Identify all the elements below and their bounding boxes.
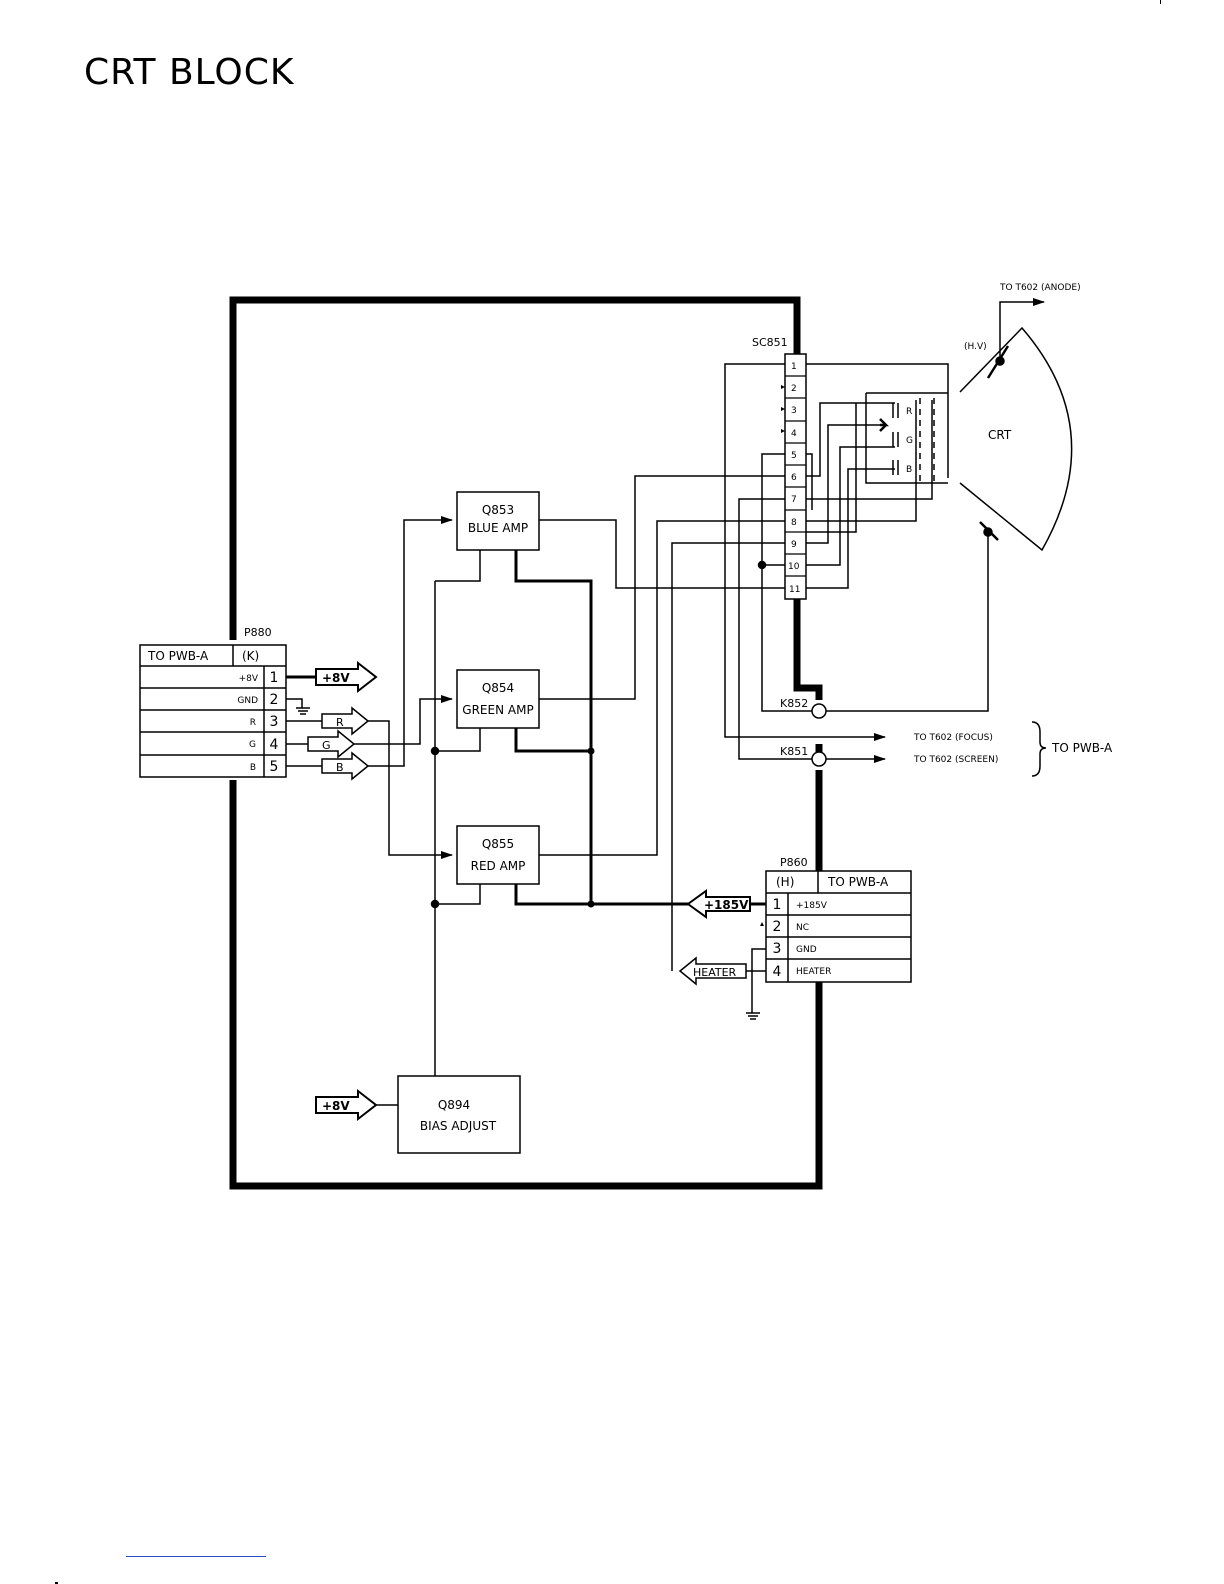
svg-text:BIAS ADJUST: BIAS ADJUST [420,1119,497,1133]
svg-text:G: G [322,739,331,752]
gun-g-label: G [906,436,913,446]
svg-text:Q855: Q855 [482,837,514,851]
svg-text:Q853: Q853 [482,503,514,517]
p880-pin5-num: 5 [270,759,279,775]
svg-text:1: 1 [791,362,797,372]
svg-text:1: 1 [773,897,782,913]
svg-text:RED AMP: RED AMP [471,859,526,873]
supply-185v-routing [516,550,688,908]
svg-text:BLUE AMP: BLUE AMP [468,521,528,535]
arrow-g-signal: G [308,731,354,757]
svg-text:+8V: +8V [322,671,350,685]
arrow-heater: HEATER [680,958,746,984]
svg-text:Q854: Q854 [482,681,514,695]
p880-header-dest: TO PWB-A [147,649,209,663]
connector-p880: P880 TO PWB-A (K) +8V GND R G B 1 2 3 4 … [140,626,286,777]
block-q894-bias-adjust: Q894 BIAS ADJUST [398,1076,520,1153]
p880-pin3-label: R [250,718,256,728]
pwb-a-brace [1032,722,1046,776]
svg-text:GND: GND [796,945,817,955]
amp-output-routing [539,476,785,855]
p880-pin5-label: B [250,763,256,773]
svg-text:3: 3 [791,406,797,416]
block-q855-red-amp: Q855 RED AMP [457,826,539,884]
svg-text:9: 9 [791,540,797,550]
svg-text:HEATER: HEATER [796,967,831,977]
svg-text:P860: P860 [780,856,808,869]
input-routing [354,520,452,855]
svg-text:B: B [336,761,344,774]
gun-b-label: B [906,465,912,475]
svg-text:K852: K852 [780,697,808,710]
p880-pin1-label: +8V [239,674,259,684]
arrow-plus8v-in: +8V [316,1091,398,1119]
bias-routing [432,550,481,1076]
svg-text:2: 2 [791,384,797,394]
svg-text:5: 5 [791,451,797,461]
terminal-k851: K851 [780,744,826,766]
svg-text:4: 4 [773,964,782,980]
svg-text:+185V: +185V [704,898,749,912]
p880-pin2-label: GND [237,696,258,706]
p880-pin1-num: 1 [270,670,279,686]
arrow-plus185v: +185V [688,891,766,917]
connector-p860: P860 (H) TO PWB-A 1 2 3 4 +185V NC GND H… [766,856,911,982]
terminal-k852: K852 [780,697,826,718]
svg-text:+185V: +185V [796,901,828,911]
svg-text:4: 4 [791,429,797,439]
block-q854-green-amp: Q854 GREEN AMP [457,670,539,728]
svg-text:NC: NC [796,923,809,933]
svg-text:TO PWB-A: TO PWB-A [827,875,889,889]
corner-mark [1160,0,1161,4]
svg-text:7: 7 [791,495,797,505]
hv-label: (H.V) [964,342,987,352]
p880-pin4-num: 4 [270,737,279,753]
arrow-b-signal: B [322,753,368,779]
p880-header-type: (K) [242,649,259,663]
svg-text:3: 3 [773,941,782,957]
svg-text:K851: K851 [780,745,808,758]
svg-text:10: 10 [788,562,800,572]
svg-text:6: 6 [791,473,797,483]
svg-text:HEATER: HEATER [693,966,737,979]
svg-text:11: 11 [789,585,800,595]
p880-wiring [286,677,322,766]
svg-text:Q894: Q894 [438,1098,470,1112]
pwb-a-dest: TO PWB-A [1051,741,1113,755]
svg-text:8: 8 [791,518,797,528]
block-q853-blue-amp: Q853 BLUE AMP [457,492,539,550]
p880-pin2-num: 2 [270,692,279,708]
svg-text:SC851: SC851 [752,336,788,349]
arrow-plus8v-out: +8V [316,663,376,691]
svg-text:2: 2 [773,919,782,935]
crt-label: CRT [988,428,1012,442]
footer-rule [126,1556,266,1557]
p880-ref: P880 [244,626,272,639]
screen-dest: TO T602 (SCREEN) [913,755,998,765]
svg-text:R: R [336,716,344,729]
anode-dest: TO T602 (ANODE) [999,283,1081,293]
focus-dest: TO T602 (FOCUS) [913,733,993,743]
arrow-r-signal: R [322,708,368,734]
socket-crt-wiring [725,364,948,759]
svg-text:GREEN AMP: GREEN AMP [462,703,533,717]
p880-pin4-label: G [249,740,256,750]
svg-text:+8V: +8V [322,1099,350,1113]
p880-pin3-num: 3 [270,714,279,730]
gun-r-label: R [906,407,912,417]
svg-text:(H): (H) [776,875,794,889]
